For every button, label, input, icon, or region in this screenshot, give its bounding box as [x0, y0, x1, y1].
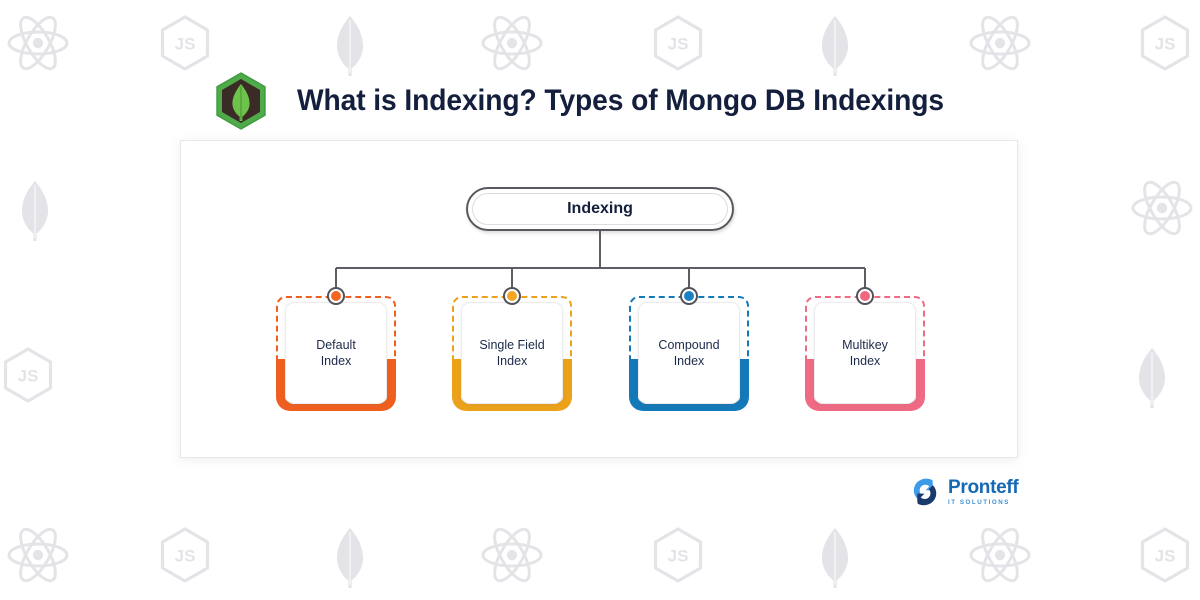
diagram-panel: Indexing Default Index Single Field: [180, 140, 1018, 458]
card-body: Multikey Index: [814, 302, 916, 404]
pronteff-link-e-icon: [913, 478, 937, 506]
connector-dot-core: [860, 291, 870, 301]
node-card-label: Multikey Index: [842, 338, 888, 368]
node-card-single-field-index[interactable]: Single Field Index: [452, 287, 572, 411]
card-body: Compound Index: [638, 302, 740, 404]
connector-dot: [856, 287, 874, 305]
header: What is Indexing? Types of Mongo DB Inde…: [0, 72, 1200, 130]
pronteff-brand-logo: Pronteff IT SOLUTIONS: [908, 472, 1026, 512]
page-title: What is Indexing? Types of Mongo DB Inde…: [296, 84, 944, 117]
card-body: Single Field Index: [461, 302, 563, 404]
node-card-label: Default Index: [316, 338, 356, 368]
pronteff-wordmark: Pronteff IT SOLUTIONS: [948, 476, 1019, 507]
connector-dot: [680, 287, 698, 305]
brand-name: Pronteff: [948, 476, 1019, 498]
node-card-default-index[interactable]: Default Index: [276, 287, 396, 411]
connector-dot: [327, 287, 345, 305]
brand-tagline: IT SOLUTIONS: [948, 498, 1010, 506]
node-card-compound-index[interactable]: Compound Index: [629, 287, 749, 411]
node-card-multikey-index[interactable]: Multikey Index: [805, 287, 925, 411]
root-node-inner: Indexing: [472, 193, 728, 225]
connector-dot-core: [331, 291, 341, 301]
node-card-label: Single Field Index: [479, 338, 545, 368]
card-body: Default Index: [285, 302, 387, 404]
root-node-indexing[interactable]: Indexing: [466, 187, 734, 231]
root-node-label: Indexing: [567, 200, 633, 217]
diagram-canvas: Indexing Default Index Single Field: [181, 141, 1017, 457]
connector-dot-core: [684, 291, 694, 301]
node-card-label: Compound Index: [658, 338, 720, 368]
connector-dot-core: [507, 291, 517, 301]
mongodb-leaf-hexagon-icon: [216, 72, 266, 130]
connector-dot: [503, 287, 521, 305]
